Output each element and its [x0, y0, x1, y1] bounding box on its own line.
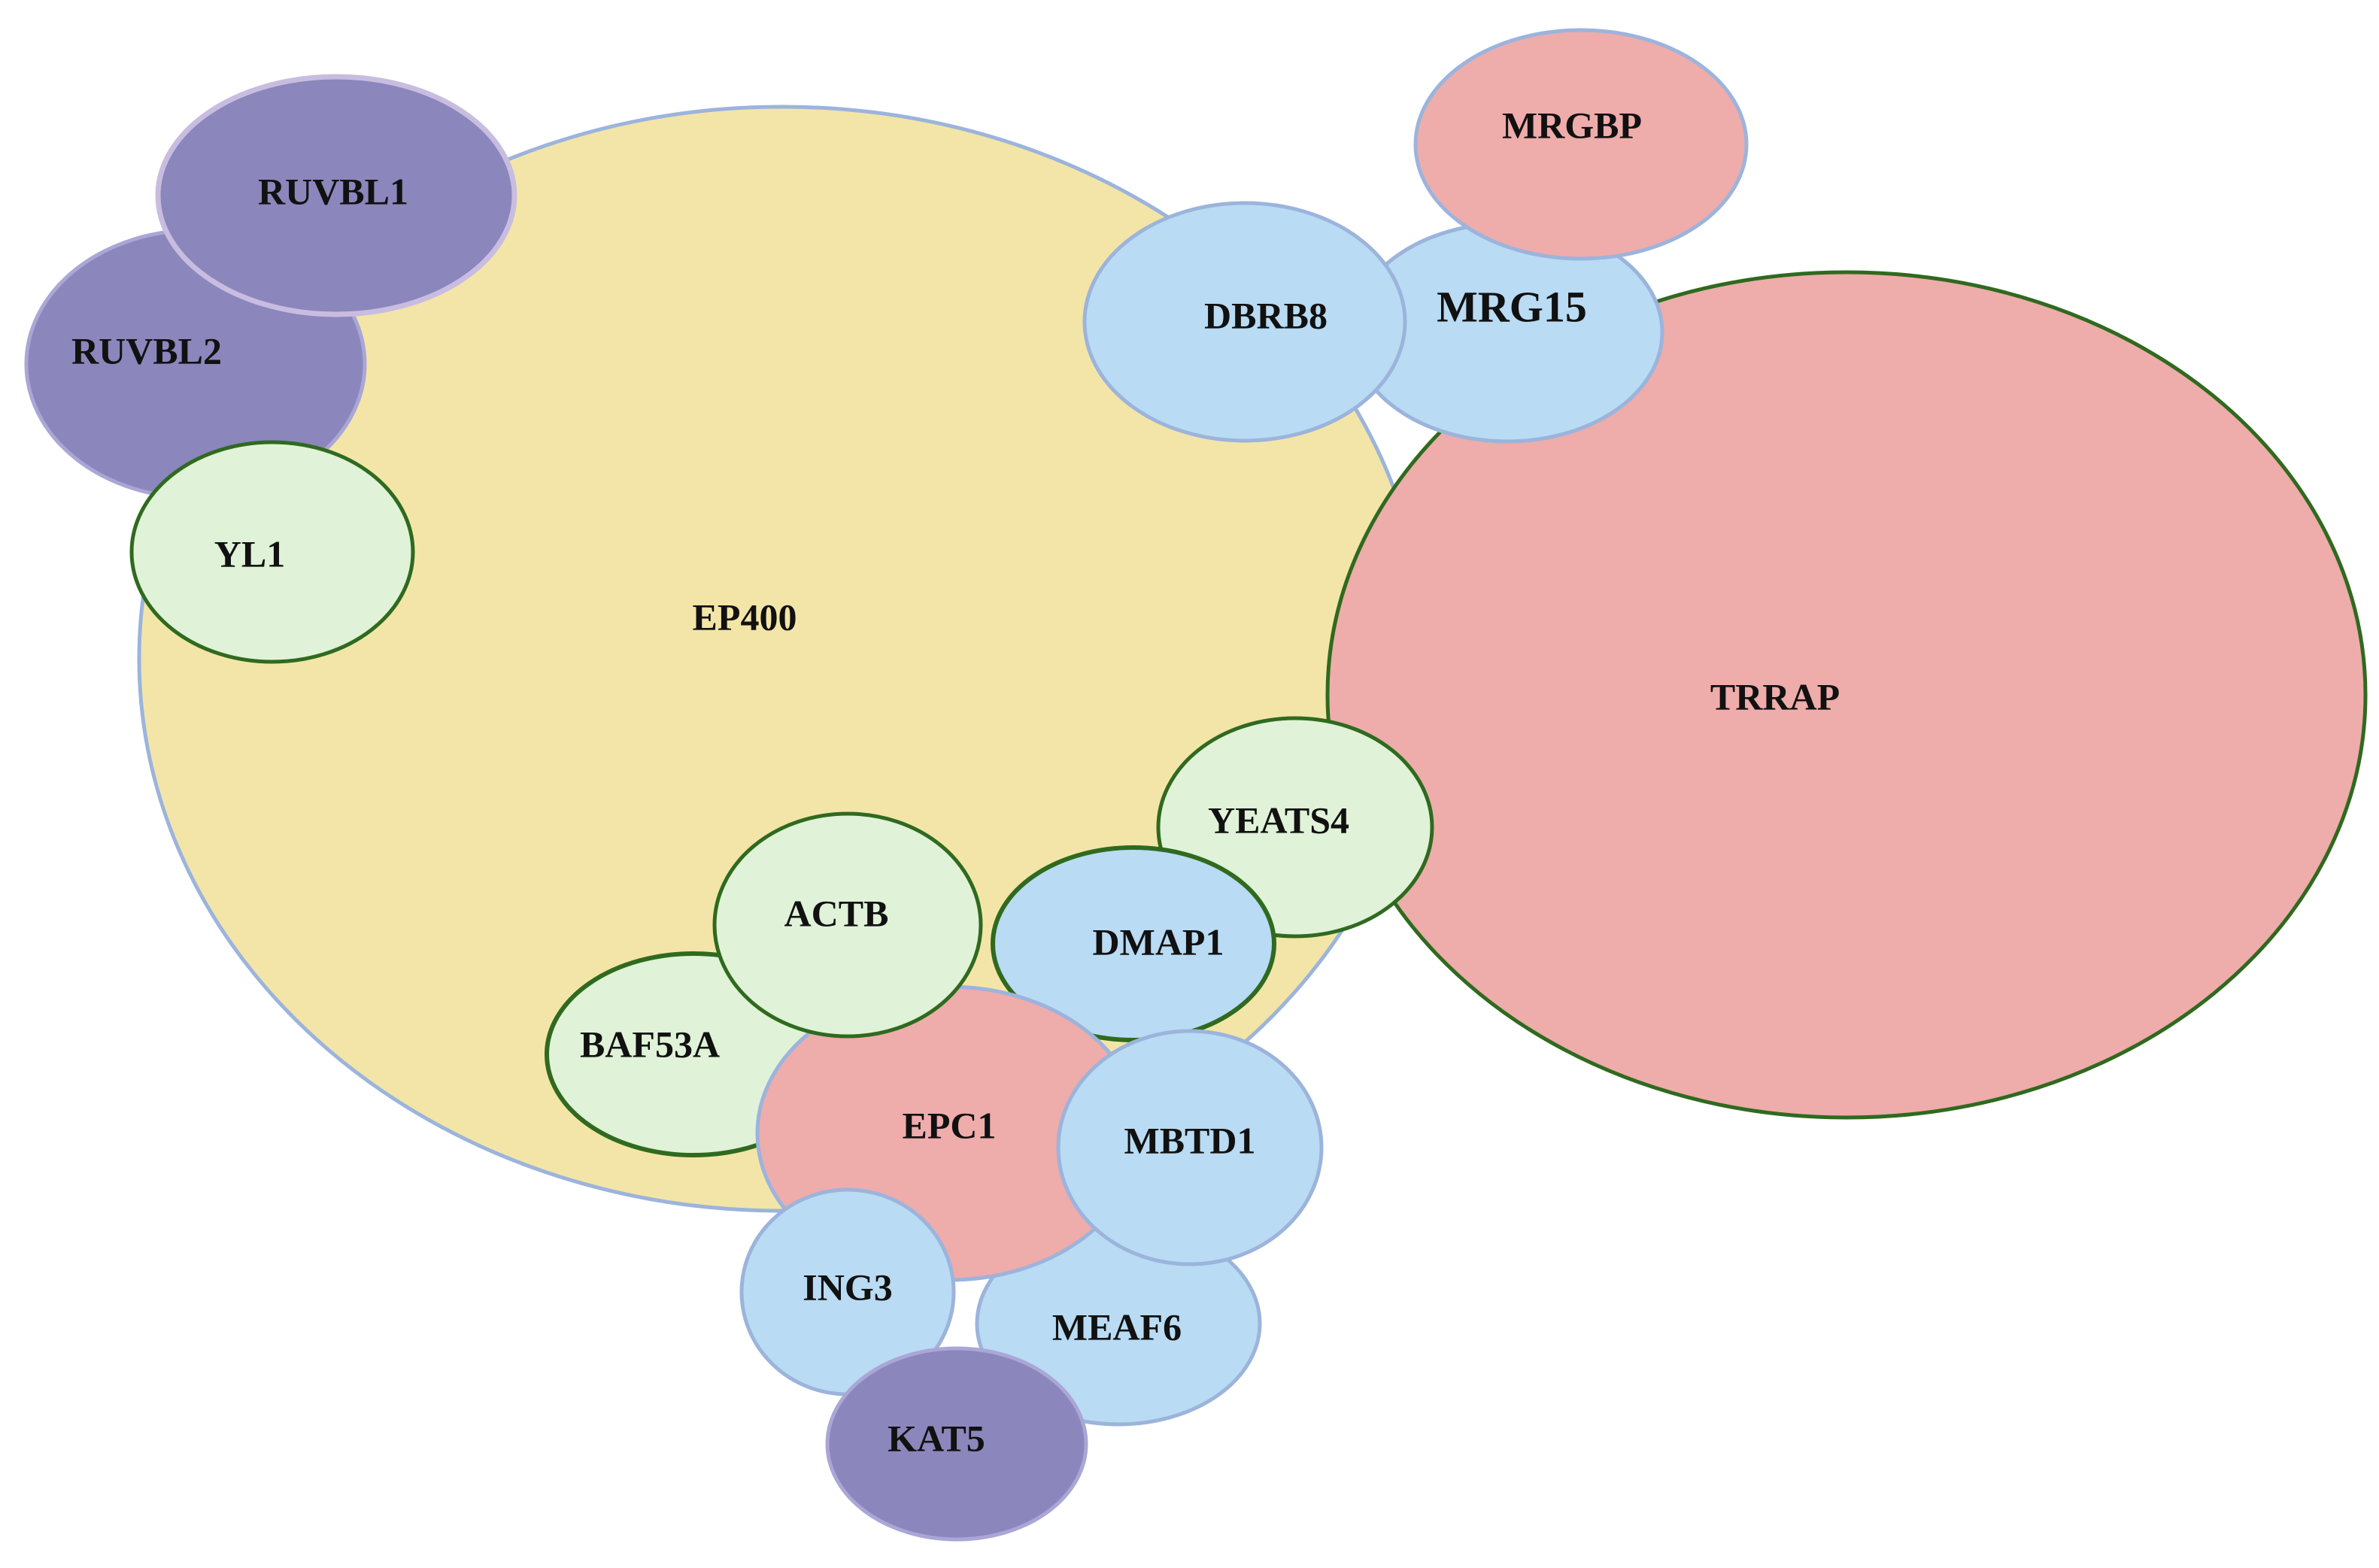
node-dbrb8-shape: [1082, 201, 1407, 443]
node-dbrb8: DBRB8: [1082, 201, 1407, 443]
node-mrg15-label: MRG15: [1437, 282, 1587, 331]
node-mrgbp-shape: [1413, 28, 1749, 261]
node-actb: ACTB: [712, 811, 983, 1039]
node-actb-shape: [712, 811, 983, 1039]
node-ruvbl2-label: RUVBL2: [71, 329, 222, 372]
node-ing3: ING3: [739, 1187, 956, 1397]
node-ing3-label: ING3: [803, 1266, 892, 1308]
node-ep400-label: EP400: [693, 596, 797, 638]
node-dmap1-label: DMAP1: [1093, 920, 1224, 963]
node-dbrb8-label: DBRB8: [1204, 294, 1328, 336]
node-epc1-label: EPC1: [903, 1104, 997, 1146]
node-mbtd1: MBTD1: [1056, 1029, 1324, 1266]
node-yl1: YL1: [129, 440, 415, 664]
node-mbtd1-label: MBTD1: [1124, 1119, 1256, 1161]
node-dmap1: DMAP1: [991, 845, 1276, 1042]
node-kat5-label: KAT5: [888, 1417, 985, 1459]
node-ruvbl1-shape: [155, 74, 517, 317]
node-mrgbp: MRGBP: [1413, 28, 1749, 261]
node-yl1-label: YL1: [214, 532, 285, 575]
node-dmap1-shape: [991, 845, 1276, 1042]
node-actb-label: ACTB: [784, 892, 889, 934]
node-trrap-shape: [1325, 270, 2368, 1120]
node-trrap-label: TRRAP: [1710, 675, 1840, 717]
node-yeats4-label: YEATS4: [1208, 799, 1349, 841]
node-kat5: KAT5: [825, 1346, 1088, 1542]
node-meaf6-label: MEAF6: [1052, 1306, 1182, 1348]
node-ruvbl1-label: RUVBL1: [258, 170, 408, 212]
node-kat5-shape: [825, 1346, 1088, 1542]
node-mrgbp-label: MRGBP: [1502, 104, 1642, 146]
node-baf53a-label: BAF53A: [580, 1023, 720, 1065]
node-trrap: TRRAP: [1325, 270, 2368, 1120]
node-ruvbl1: RUVBL1: [155, 74, 517, 317]
node-mbtd1-shape: [1056, 1029, 1324, 1266]
node-yl1-shape: [129, 440, 415, 664]
